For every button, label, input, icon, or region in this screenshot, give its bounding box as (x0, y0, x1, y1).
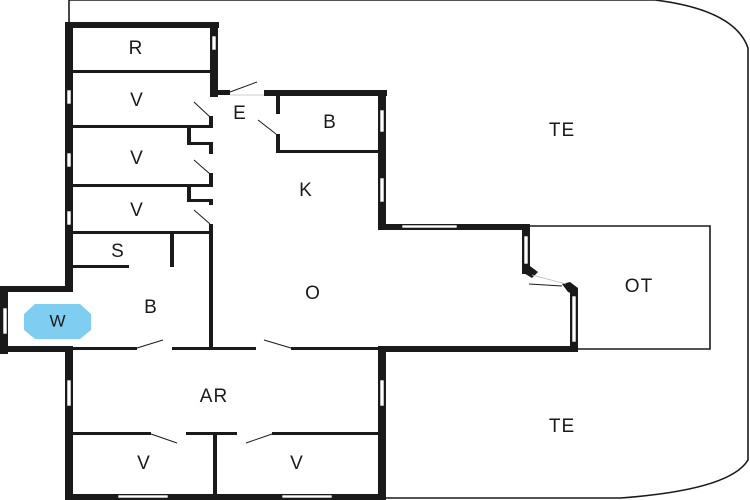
window (66, 152, 72, 168)
room-label-te-bottom: TE (549, 416, 575, 437)
room-label-b-top: B (323, 112, 337, 133)
wall (0, 286, 73, 292)
wall (65, 348, 73, 500)
window (281, 494, 333, 499)
wall (291, 347, 381, 350)
door-swing (528, 283, 563, 287)
room-label-k: K (299, 180, 313, 201)
washer-badge (24, 304, 91, 339)
door-swing (263, 339, 292, 349)
door-swing (257, 119, 277, 135)
terrace-outline (68, 0, 749, 499)
wall (209, 224, 213, 348)
wall (172, 347, 256, 350)
wall (522, 266, 538, 278)
wall (264, 90, 387, 96)
wall (378, 346, 386, 500)
wall (378, 90, 386, 230)
door-swing (245, 433, 273, 444)
room-label-v1: V (130, 90, 144, 111)
wall (73, 70, 213, 73)
window (211, 35, 217, 51)
door-swing (193, 159, 211, 175)
wall (73, 184, 213, 187)
window (401, 224, 458, 229)
wall (378, 346, 578, 352)
wall (73, 231, 213, 234)
window (117, 494, 169, 499)
ot-outline (530, 225, 711, 350)
wall (187, 187, 191, 201)
window (66, 89, 72, 105)
door-swing (229, 81, 258, 93)
wall (73, 125, 213, 128)
room-label-s: S (111, 241, 125, 262)
window (523, 235, 529, 265)
wall (209, 116, 213, 128)
room-label-b-mid: B (144, 297, 158, 318)
door-swing (193, 101, 211, 118)
window (571, 295, 577, 343)
wall (0, 346, 73, 352)
door-swing (150, 433, 178, 444)
wall (276, 150, 380, 153)
wall (210, 90, 230, 95)
room-label-r: R (129, 38, 144, 59)
window (66, 210, 72, 226)
room-label-w: W (49, 311, 66, 330)
door-swing (136, 339, 164, 349)
room-label-ot: OT (625, 276, 653, 297)
wall (209, 142, 213, 154)
wall (209, 199, 213, 205)
wall (187, 199, 213, 202)
window (66, 379, 72, 407)
room-label-v4: V (137, 453, 151, 474)
wall (272, 432, 380, 435)
wall (65, 22, 219, 28)
window (379, 109, 385, 133)
wall (187, 142, 213, 145)
wall (65, 494, 386, 500)
window (379, 379, 385, 407)
room-label-v3: V (130, 200, 144, 221)
wall (73, 265, 129, 268)
wall (73, 347, 137, 350)
room-label-te-top: TE (549, 120, 575, 141)
door-swing (193, 209, 211, 225)
wall (276, 134, 280, 152)
wall (186, 432, 237, 435)
wall (209, 173, 213, 185)
wall (187, 128, 191, 144)
room-label-v5: V (290, 453, 304, 474)
room-label-ar: AR (200, 386, 228, 407)
wall (73, 432, 151, 435)
wall (170, 234, 174, 267)
wall (213, 432, 217, 498)
wall (210, 22, 218, 97)
wall (276, 94, 280, 114)
room-label-v2: V (130, 148, 144, 169)
room-label-e: E (233, 103, 247, 124)
window (2, 307, 8, 335)
door-swing (531, 274, 567, 285)
window (379, 177, 385, 203)
room-label-o: O (305, 283, 321, 304)
